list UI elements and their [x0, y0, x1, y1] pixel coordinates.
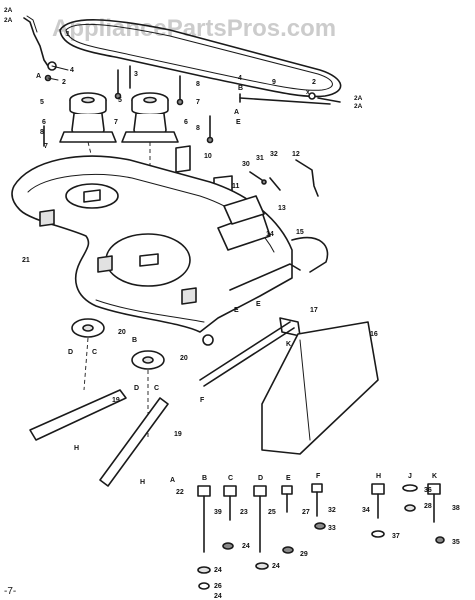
callout-13: 13 [278, 205, 286, 212]
callout-2: 2 [312, 79, 316, 86]
callout-11: 11 [232, 183, 240, 190]
callout-f: F [200, 397, 205, 404]
callout-19: 19 [174, 431, 182, 438]
hardware-header-c: C [228, 475, 233, 482]
callout-b: B [238, 85, 243, 92]
part-33: 33 [328, 525, 336, 532]
mower-deck-housing [11, 155, 301, 346]
part-24: 24 [214, 567, 222, 574]
callout-20: 20 [180, 355, 188, 362]
hardware-header-j: J [408, 473, 412, 480]
callout-6: 6 [42, 119, 46, 126]
callout-d: D [134, 385, 139, 392]
callout-20: 20 [118, 329, 126, 336]
left-spindle-assembly [59, 92, 117, 191]
callout-32: 32 [270, 151, 278, 158]
callout-2a: 2A [4, 17, 13, 24]
adjusting-rod [239, 92, 341, 105]
mower-blades [29, 389, 169, 487]
hardware-header-f: F [316, 473, 321, 480]
callout-2a: 2A [354, 95, 363, 102]
callout-7: 7 [196, 99, 200, 106]
blade-adapters [71, 318, 165, 440]
part-23: 23 [240, 509, 248, 516]
part-39: 39 [214, 509, 222, 516]
callout-2a: 2A [4, 7, 13, 14]
part-38: 38 [452, 505, 460, 512]
hardware-header-b: B [202, 475, 207, 482]
hardware-header-k: K [432, 473, 437, 480]
part-22: 22 [176, 489, 184, 496]
callout-21: 21 [22, 257, 30, 264]
callout-2: 2 [62, 79, 66, 86]
hardware-header-a: A [170, 477, 175, 484]
callout-31: 31 [256, 155, 264, 162]
part-callouts: 2A 2A 1 4 A 2 3 8 5 5 7 7 7 8 8 6 6 4 B … [4, 7, 460, 600]
callout-x: x [306, 89, 310, 96]
callout-3: 3 [134, 71, 138, 78]
callout-30: 30 [242, 161, 250, 168]
callout-9: 9 [272, 79, 276, 86]
callout-7: 7 [44, 143, 48, 150]
part-26: 26 [214, 583, 222, 590]
callout-16: 16 [370, 331, 378, 338]
callout-h: H [74, 445, 79, 452]
hardware-header-h: H [376, 473, 381, 480]
callout-c: C [92, 349, 97, 356]
discharge-area [199, 195, 379, 455]
callout-15: 15 [296, 229, 304, 236]
part-24: 24 [272, 563, 280, 570]
part-24: 24 [214, 593, 222, 600]
part-24: 24 [242, 543, 250, 550]
callout-1: 1 [66, 31, 70, 38]
drive-belt [59, 19, 342, 98]
callout-10: 10 [204, 153, 212, 160]
page-number: -7- [4, 586, 16, 597]
callout-6: 6 [184, 119, 188, 126]
hardware-header-d: D [258, 475, 263, 482]
callout-e: E [234, 307, 239, 314]
callout-c: C [154, 385, 159, 392]
part-37: 37 [392, 533, 400, 540]
callout-h: H [140, 479, 145, 486]
part-34: 34 [362, 507, 370, 514]
part-29: 29 [300, 551, 308, 558]
callout-7: 7 [114, 119, 118, 126]
part-25: 25 [268, 509, 276, 516]
right-spindle-assembly [121, 92, 179, 255]
watermark: AppliancePartsPros.com [52, 15, 336, 42]
callout-8: 8 [196, 125, 200, 132]
callout-e: E [256, 301, 261, 308]
callout-5: 5 [40, 99, 44, 106]
callout-5: 5 [118, 97, 122, 104]
callout-4: 4 [238, 75, 242, 82]
part-36: 36 [424, 487, 432, 494]
part-32: 32 [328, 507, 336, 514]
part-35: 35 [452, 539, 460, 546]
hardware-parts [197, 483, 445, 590]
callout-14: 14 [266, 231, 274, 238]
callout-4: 4 [70, 67, 74, 74]
callout-a: A [36, 73, 41, 80]
hardware-header-e: E [286, 475, 291, 482]
callout-17: 17 [310, 307, 318, 314]
callout-8: 8 [196, 81, 200, 88]
part-27: 27 [302, 509, 310, 516]
callout-19: 19 [112, 397, 120, 404]
spindle-bolts [43, 65, 214, 147]
callout-2a: 2A [354, 103, 363, 110]
idler-arm-assembly [23, 15, 69, 82]
callout-12: 12 [292, 151, 300, 158]
callout-d: D [68, 349, 73, 356]
callout-e: E [236, 119, 241, 126]
callout-8: 8 [40, 129, 44, 136]
callout-b: B [132, 337, 137, 344]
part-28: 28 [424, 503, 432, 510]
callout-k: K [286, 341, 291, 348]
callout-a: A [234, 109, 239, 116]
